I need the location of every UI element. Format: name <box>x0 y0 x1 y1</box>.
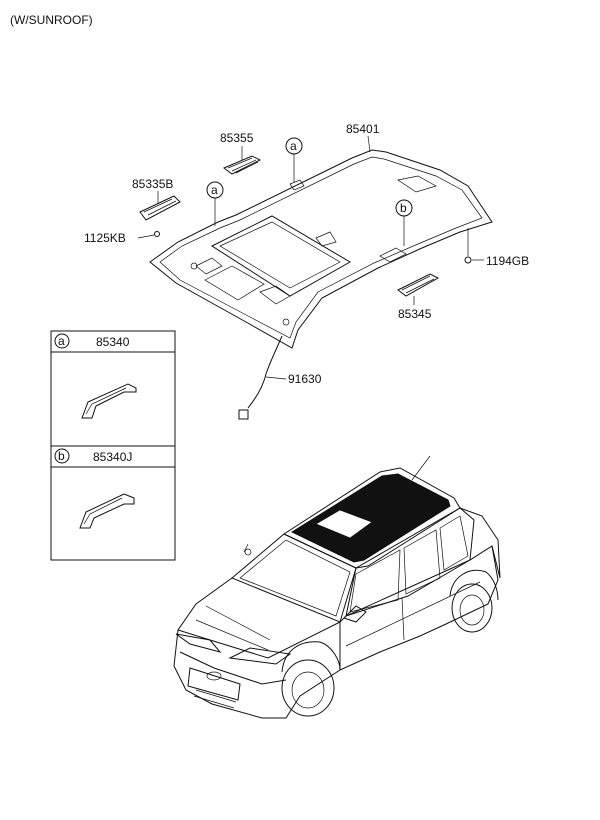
sunvisor-left-part[interactable] <box>139 195 181 221</box>
headlining-leader <box>367 135 371 153</box>
wiring-leader <box>265 376 287 380</box>
variant-note: (W/SUNROOF) <box>10 13 93 27</box>
grab-handle-b[interactable] <box>79 493 135 529</box>
visor-holder-part[interactable] <box>223 155 262 175</box>
callout-a-right-letter: a <box>290 139 297 153</box>
sunvisor-right-part[interactable] <box>397 273 440 297</box>
screw-leader <box>137 234 155 239</box>
legend-a-letter: a <box>58 334 65 348</box>
sunvisor-left-label: 85335B <box>132 177 173 191</box>
plug-label: 1194GB <box>486 254 529 268</box>
visor-holder-label: 85355 <box>220 131 254 145</box>
legend-b-part: 85340J <box>93 450 132 464</box>
headlining-panel[interactable] <box>149 149 493 349</box>
sunvisor-right-label: 85345 <box>398 307 432 321</box>
wiring-label: 91630 <box>288 372 322 386</box>
grab-handle-a[interactable] <box>81 383 137 419</box>
sunroof-glass <box>290 473 451 563</box>
screw-label: 1125KB <box>84 231 126 245</box>
wiring-harness[interactable] <box>247 335 283 409</box>
car-illustration <box>173 455 501 719</box>
legend-box-a <box>50 330 176 447</box>
wiring-connector[interactable] <box>238 409 249 420</box>
callout-a-left-letter: a <box>211 183 218 197</box>
legend-b-letter: b <box>58 449 65 463</box>
screw-part[interactable] <box>154 231 160 237</box>
legend-a-part: 85340 <box>96 335 130 349</box>
callout-b-letter: b <box>400 201 407 215</box>
headlining-label: 85401 <box>346 122 380 136</box>
legend-box-b <box>50 445 176 561</box>
plug-part[interactable] <box>464 256 472 264</box>
